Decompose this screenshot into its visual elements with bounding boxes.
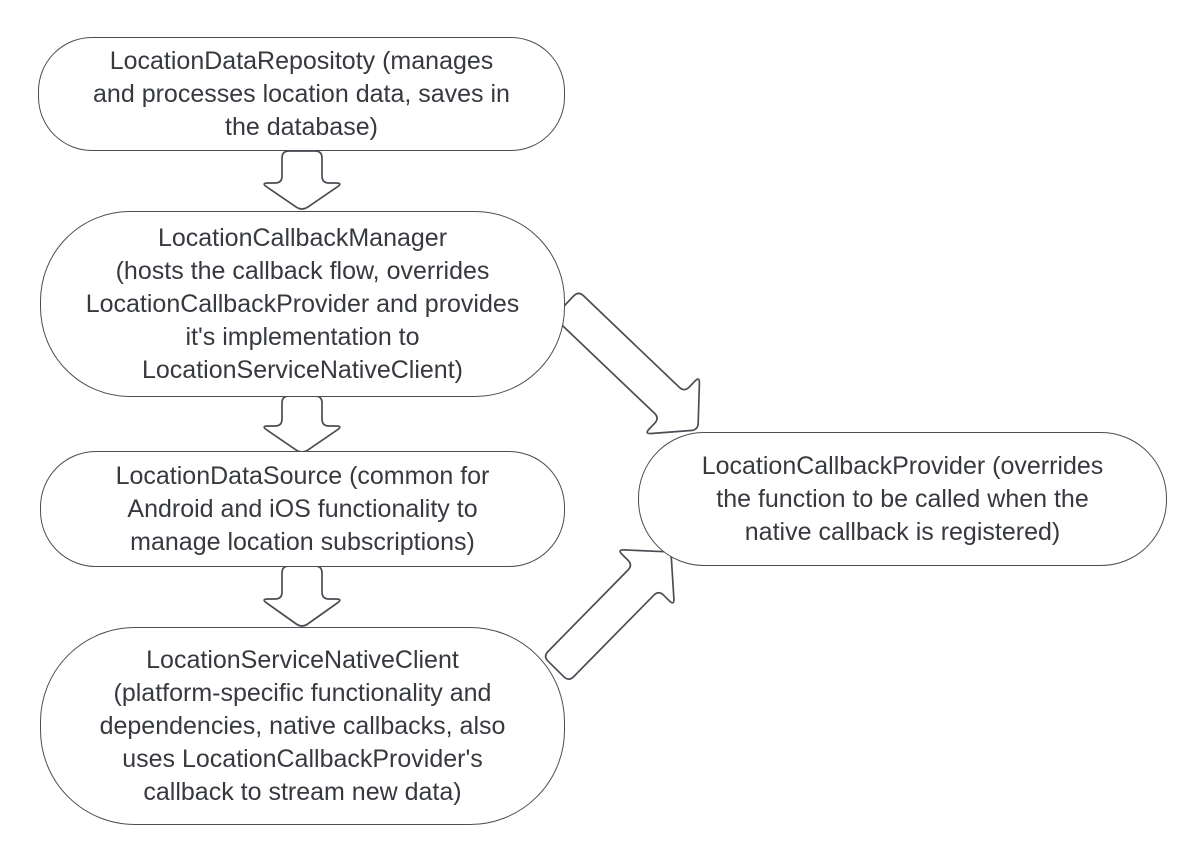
node-text-line: LocationCallbackProvider (overrides: [701, 451, 1104, 480]
node-location-data-repository: LocationDataRepositoty (manages and proc…: [38, 37, 565, 151]
node-text-line: LocationDataSource (common for: [115, 461, 490, 490]
node-location-service-native-client: LocationServiceNativeClient (platform-sp…: [40, 627, 565, 825]
node-text-line: native callback is registered): [744, 517, 1061, 546]
node-text-line: the database): [225, 112, 378, 141]
node-text-line: LocationCallbackManager: [157, 223, 448, 252]
block-arrow-icon-native-to-prov: [544, 549, 675, 680]
block-arrow-icon-src-to-native: [263, 565, 341, 627]
block-arrow-icon-mgr-to-prov: [555, 292, 701, 435]
node-text-line: (hosts the callback flow, overrides: [115, 256, 490, 285]
node-text-line: LocationServiceNativeClient): [142, 355, 463, 384]
block-arrow-icon-repo-to-mgr: [263, 150, 341, 210]
node-text-line: uses LocationCallbackProvider's: [122, 744, 483, 773]
node-text-line: dependencies, native callbacks, also: [99, 711, 506, 740]
node-text-line: (platform-specific functionality and: [113, 678, 492, 707]
node-text-line: LocationCallbackProvider and provides: [85, 289, 520, 318]
node-text-line: the function to be called when the: [716, 484, 1089, 513]
node-text-line: LocationDataRepositoty (manages: [109, 46, 494, 75]
node-text-line: it's implementation to: [185, 322, 420, 351]
node-text-line: Android and iOS functionality to: [127, 494, 478, 523]
node-text-line: manage location subscriptions): [130, 527, 475, 556]
node-text-line: LocationServiceNativeClient: [146, 645, 459, 674]
node-text-line: callback to stream new data): [143, 777, 462, 806]
node-location-callback-manager: LocationCallbackManager (hosts the callb…: [40, 211, 565, 397]
block-arrow-icon-mgr-to-src: [263, 395, 341, 453]
node-text-line: and processes location data, saves in: [93, 79, 510, 108]
node-location-callback-provider: LocationCallbackProvider (overrides the …: [638, 432, 1167, 566]
node-location-data-source: LocationDataSource (common for Android a…: [40, 451, 565, 567]
